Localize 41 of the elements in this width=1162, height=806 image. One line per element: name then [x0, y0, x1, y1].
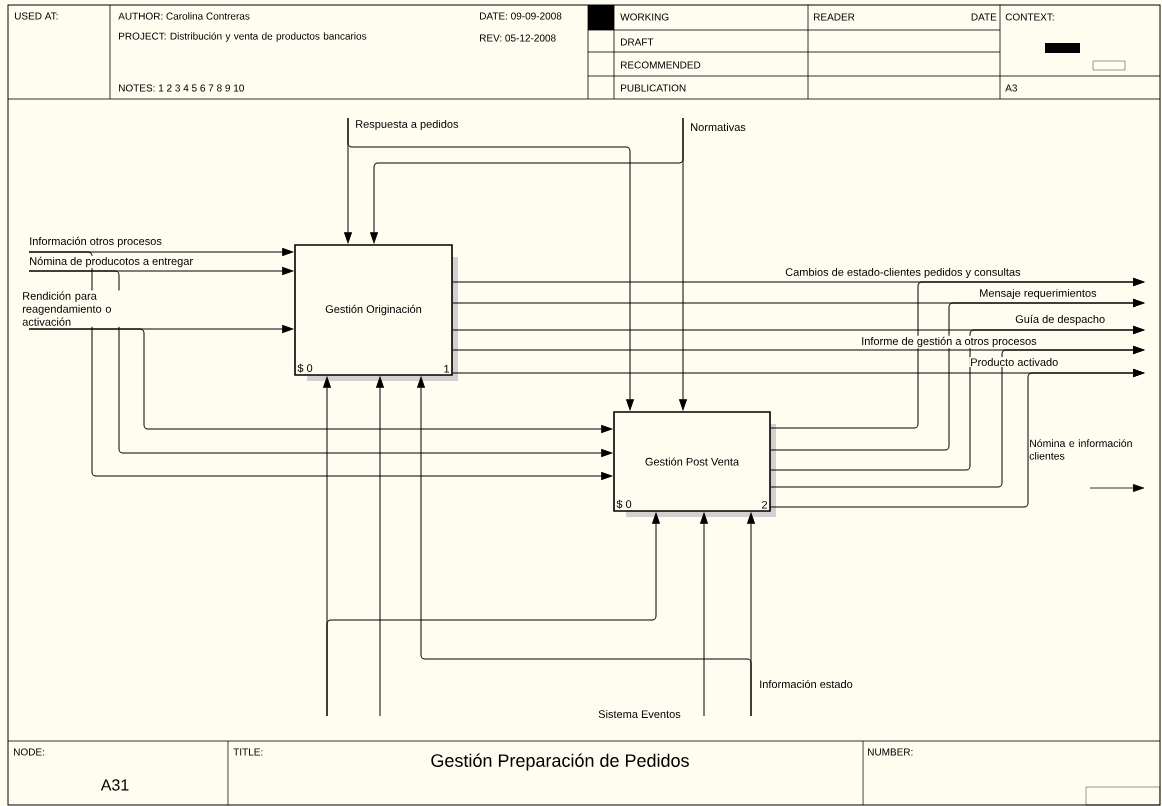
- arrow: [770, 369, 1144, 508]
- label-text: RECOMMENDED: [621, 61, 701, 69]
- arrow: [770, 326, 1144, 471]
- arrow: [347, 117, 634, 411]
- arrow: [376, 376, 384, 717]
- process-box: Gestión Originación $ 0 1: [294, 244, 458, 381]
- label-text: CONTEXT:: [1005, 13, 1054, 21]
- label-text: NUMBER:: [868, 748, 913, 756]
- label-text: READER: [814, 13, 855, 21]
- label-text: REV: 05-12-2008: [480, 34, 556, 42]
- label-text: DATE: [971, 13, 997, 21]
- label-text: PROJECT: Distribución y venta de productos bancarios: [119, 32, 367, 42]
- label-text: AUTHOR: Carolina Contreras: [118, 12, 250, 20]
- arrow: [770, 346, 1144, 488]
- arrow: [770, 278, 1144, 429]
- label-text: PUBLICATION: [621, 84, 686, 92]
- edge-label: Normativas: [689, 121, 747, 133]
- label-text: NODE:: [14, 748, 44, 756]
- edge-label: Sistema Eventos: [597, 708, 682, 720]
- label-text: WORKING: [620, 13, 669, 21]
- label-text: A3: [1005, 84, 1017, 92]
- arrow: [28, 251, 613, 480]
- arrow: [28, 270, 613, 457]
- label-text: A31: [100, 779, 129, 791]
- edge-label: Rendición para reagendamiento o activación: [21, 290, 132, 327]
- arrow: [28, 328, 613, 433]
- arrow: [326, 512, 660, 717]
- label-text: NOTES: 1 2 3 4 5 6 7 8 9 10: [119, 84, 244, 92]
- edge-label: Producto activado: [969, 356, 1060, 368]
- label-text: DATE: 09-09-2008: [480, 12, 562, 20]
- label-text: USED AT:: [14, 12, 58, 20]
- diagram-title: Gestión Preparación de Pedidos: [431, 753, 689, 771]
- arrow: [700, 512, 708, 717]
- label-text: DRAFT: [621, 38, 654, 46]
- process-box: Gestión Post Venta $ 0 2: [613, 411, 776, 517]
- label-text: TITLE:: [233, 748, 263, 756]
- arrow: [370, 117, 684, 244]
- arrow: [770, 299, 1144, 451]
- edge-label: Información estado: [758, 678, 854, 690]
- arrow: [747, 512, 755, 717]
- label-text: Nómina e información clientes: [1029, 439, 1132, 460]
